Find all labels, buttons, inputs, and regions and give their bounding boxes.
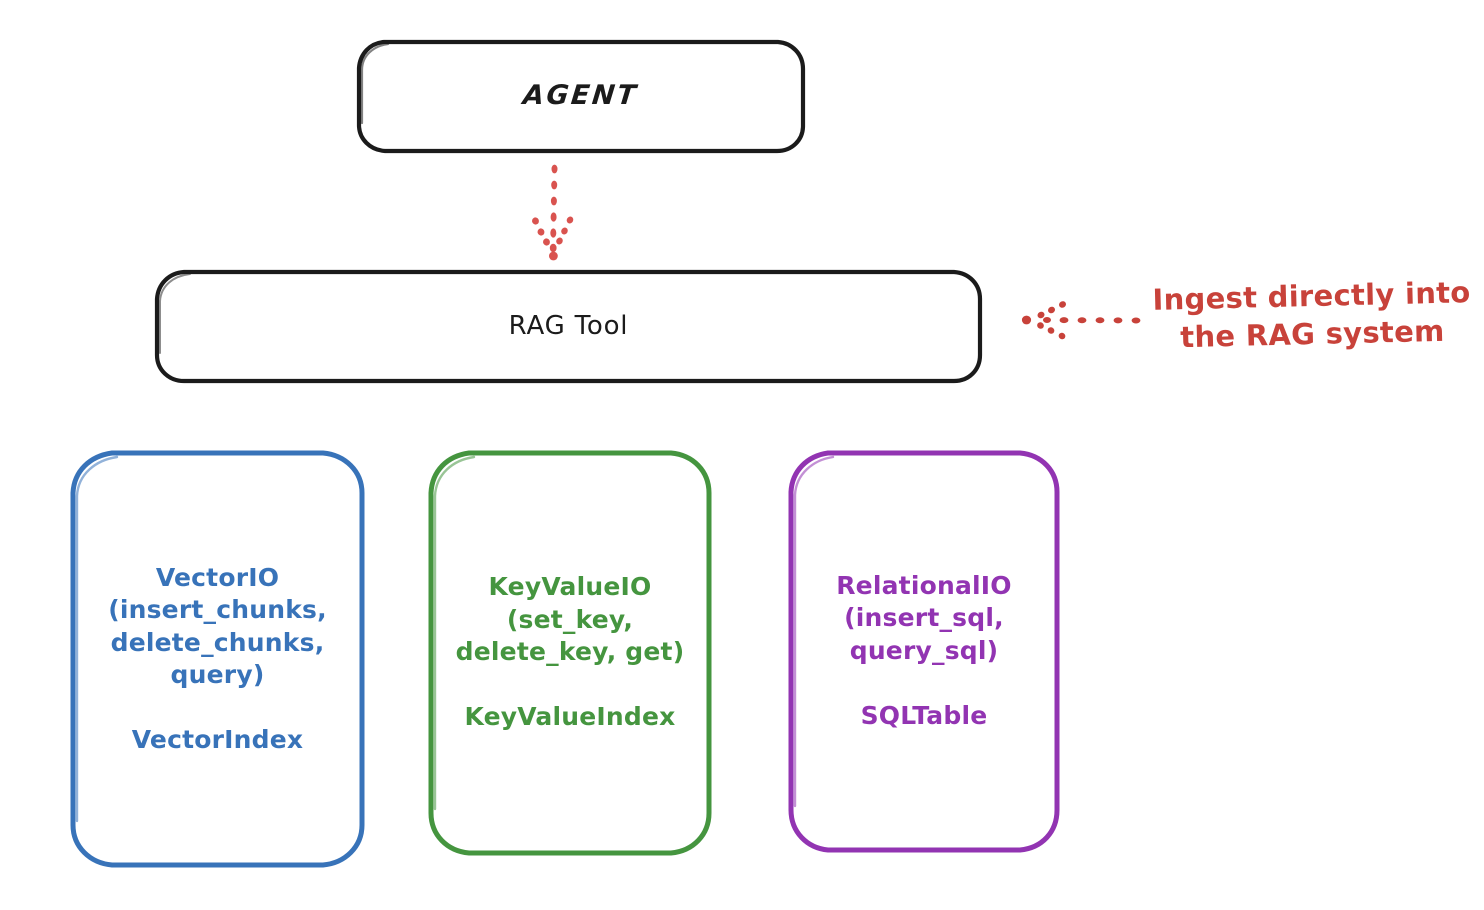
agent-to-rag-tool-arrow <box>532 164 574 261</box>
agent-label: AGENT <box>521 80 641 112</box>
ingest-to-rag-tool-arrow <box>1021 301 1141 340</box>
ingest-annotation-text: Ingest directly into the RAG system <box>1152 275 1471 354</box>
rag-tool-node[interactable]: RAG Tool <box>154 269 983 384</box>
relational-io-node[interactable]: RelationalIO (insert_sql, query_sql) SQL… <box>787 449 1061 853</box>
rag-tool-label: RAG Tool <box>508 310 629 341</box>
vector-io-node[interactable]: VectorIO (insert_chunks, delete_chunks, … <box>69 449 366 869</box>
key-value-io-node[interactable]: KeyValueIO (set_key, delete_key, get) Ke… <box>427 449 713 856</box>
vector-io-label: VectorIO (insert_chunks, delete_chunks, … <box>108 562 327 755</box>
agent-node[interactable]: AGENT <box>356 39 806 154</box>
relational-io-label: RelationalIO (insert_sql, query_sql) SQL… <box>836 570 1012 730</box>
key-value-io-label: KeyValueIO (set_key, delete_key, get) Ke… <box>455 572 685 732</box>
